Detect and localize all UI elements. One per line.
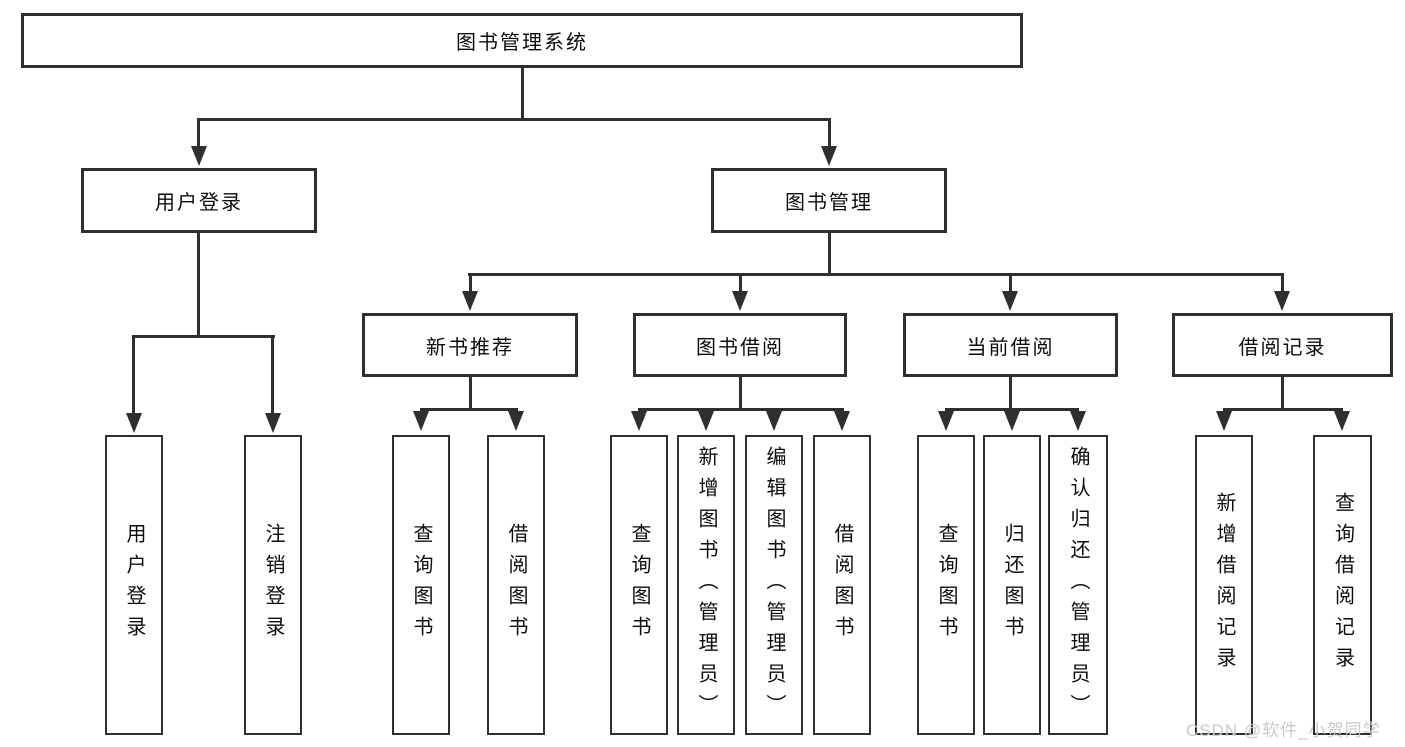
connector-user-login-stem xyxy=(197,233,200,335)
connector-stem xyxy=(739,377,742,410)
arrowhead-icon xyxy=(631,411,647,431)
arrowhead-icon xyxy=(413,411,429,431)
leaf-borrowing-add-books-admin: 新增图书（管理员） xyxy=(677,435,735,735)
arrowhead-icon xyxy=(766,411,782,431)
arrowhead-icon xyxy=(698,411,714,431)
node-current-borrowing-label: 当前借阅 xyxy=(966,336,1055,359)
arrowhead-icon xyxy=(462,291,478,311)
leaf-borrowing-borrow-books: 借阅图书 xyxy=(813,435,871,735)
connector-user-login-drop xyxy=(197,118,200,148)
leaf-current-return-books: 归还图书 xyxy=(983,435,1041,735)
node-system-root: 图书管理系统 xyxy=(21,13,1023,68)
leaf-records-add-borrow-record-label: 新增借阅记录 xyxy=(1213,492,1235,678)
connector-stem xyxy=(1009,377,1012,410)
connector-level3-split xyxy=(468,273,1284,276)
arrowhead-icon xyxy=(1334,411,1350,431)
leaf-borrowing-query-books: 查询图书 xyxy=(610,435,668,735)
leaf-borrowing-edit-books-admin-label: 编辑图书（管理员） xyxy=(763,445,785,725)
connector-level3-drop xyxy=(1009,273,1012,295)
leaf-borrowing-edit-books-admin: 编辑图书（管理员） xyxy=(745,435,803,735)
arrowhead-icon xyxy=(265,413,281,433)
leaf-borrowing-query-books-label: 查询图书 xyxy=(628,523,650,647)
arrowhead-icon xyxy=(834,411,850,431)
leaf-records-query-borrow-record-label: 查询借阅记录 xyxy=(1331,492,1354,678)
connector-stem xyxy=(469,377,472,410)
connector-stem xyxy=(1281,377,1284,410)
leaf-recommend-query-books: 查询图书 xyxy=(392,435,450,735)
connector-leaf-split xyxy=(945,408,1079,411)
leaf-logout-label: 注销登录 xyxy=(262,523,284,647)
arrowhead-icon xyxy=(1004,411,1020,431)
arrowhead-icon xyxy=(1274,291,1290,311)
connector-root-stem xyxy=(521,68,524,118)
connector-book-mgmt-drop xyxy=(828,118,831,148)
connector-level3-drop xyxy=(739,273,742,295)
arrowhead-icon xyxy=(508,411,524,431)
node-new-book-recommend-label: 新书推荐 xyxy=(426,336,514,359)
node-current-borrowing: 当前借阅 xyxy=(903,313,1118,377)
leaf-current-query-books: 查询图书 xyxy=(917,435,975,735)
arrowhead-icon xyxy=(1216,411,1232,431)
connector-leaf-drop xyxy=(271,335,274,415)
leaf-recommend-borrow-books: 借阅图书 xyxy=(487,435,545,735)
node-user-login-label: 用户登录 xyxy=(155,192,243,214)
leaf-borrowing-add-books-admin-label: 新增图书（管理员） xyxy=(695,445,717,725)
csdn-watermark: CSDN @软件_小贺同学 xyxy=(1186,721,1381,740)
leaf-user-login-label: 用户登录 xyxy=(123,523,145,647)
connector-book-mgmt-stem xyxy=(828,233,831,273)
node-book-management: 图书管理 xyxy=(711,168,947,233)
leaf-current-return-books-label: 归还图书 xyxy=(1001,523,1023,647)
connector-level2-split xyxy=(197,118,831,121)
connector-level3-drop xyxy=(1281,273,1284,295)
node-new-book-recommend: 新书推荐 xyxy=(362,313,578,377)
connector-user-login-split xyxy=(132,335,275,338)
leaf-borrowing-borrow-books-label: 借阅图书 xyxy=(831,523,853,647)
node-user-login: 用户登录 xyxy=(81,168,317,233)
node-book-management-label: 图书管理 xyxy=(785,192,873,214)
leaf-user-login: 用户登录 xyxy=(105,435,163,735)
node-book-borrowing-label: 图书借阅 xyxy=(696,336,784,359)
connector-leaf-split xyxy=(420,408,518,411)
node-borrow-records: 借阅记录 xyxy=(1172,313,1393,377)
leaf-records-query-borrow-record: 查询借阅记录 xyxy=(1313,435,1372,735)
leaf-recommend-query-books-label: 查询图书 xyxy=(410,523,432,647)
leaf-recommend-borrow-books-label: 借阅图书 xyxy=(505,523,527,647)
arrowhead-icon xyxy=(191,146,207,166)
connector-leaf-split xyxy=(1223,408,1343,411)
arrowhead-icon xyxy=(1070,411,1086,431)
node-book-borrowing: 图书借阅 xyxy=(633,313,847,377)
node-borrow-records-label: 借阅记录 xyxy=(1238,336,1327,359)
arrowhead-icon xyxy=(938,411,954,431)
connector-leaf-split xyxy=(638,408,844,411)
arrowhead-icon xyxy=(1002,291,1018,311)
leaf-current-query-books-label: 查询图书 xyxy=(935,523,957,647)
arrowhead-icon xyxy=(732,291,748,311)
leaf-current-confirm-return-admin: 确认归还（管理员） xyxy=(1048,435,1108,735)
leaf-records-add-borrow-record: 新增借阅记录 xyxy=(1195,435,1253,735)
leaf-logout: 注销登录 xyxy=(244,435,302,735)
connector-level3-drop xyxy=(469,273,472,295)
node-system-root-label: 图书管理系统 xyxy=(456,32,588,54)
arrowhead-icon xyxy=(821,146,837,166)
connector-leaf-drop xyxy=(132,335,135,415)
leaf-current-confirm-return-admin-label: 确认归还（管理员） xyxy=(1067,445,1089,725)
arrowhead-icon xyxy=(126,413,142,433)
